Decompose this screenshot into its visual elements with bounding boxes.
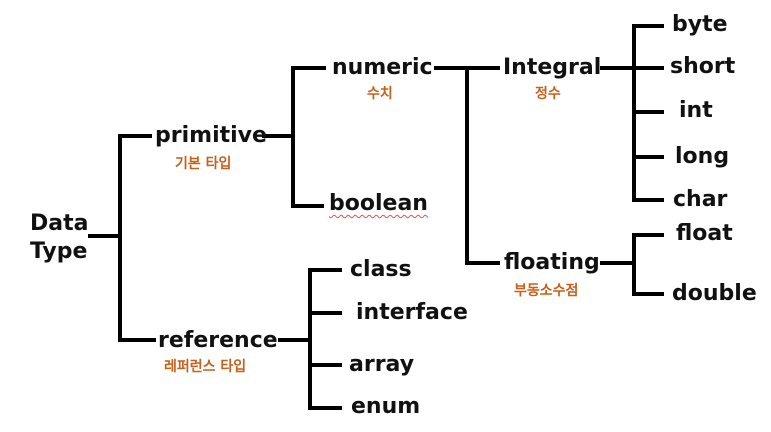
leaf-interface: interface [356, 300, 468, 325]
node-boolean: boolean [329, 191, 428, 216]
leaf-class: class [350, 257, 412, 282]
leaf-short: short [670, 54, 736, 79]
node-integral-kr: 정수 [535, 86, 561, 102]
node-primitive-kr: 기본 타입 [175, 156, 232, 172]
leaf-float: float [676, 221, 733, 246]
node-floating-kr: 부동소수점 [514, 283, 579, 299]
node-numeric-kr: 수치 [367, 86, 393, 102]
leaf-long: long [675, 144, 730, 169]
leaf-double: double [672, 281, 757, 306]
leaf-int: int [679, 98, 713, 123]
leaf-enum: enum [351, 394, 421, 419]
leaf-array: array [349, 352, 415, 377]
leaf-byte: byte [672, 12, 728, 37]
root-label-line1: Data [30, 211, 89, 236]
leaf-char: char [673, 187, 728, 212]
node-integral: Integral [503, 55, 602, 80]
node-reference-kr: 레퍼런스 타입 [164, 359, 247, 375]
root-label-line2: Type [30, 239, 88, 264]
node-primitive: primitive [155, 123, 267, 148]
node-floating: floating [504, 250, 600, 275]
node-reference: reference [158, 328, 278, 353]
node-numeric: numeric [332, 55, 433, 80]
